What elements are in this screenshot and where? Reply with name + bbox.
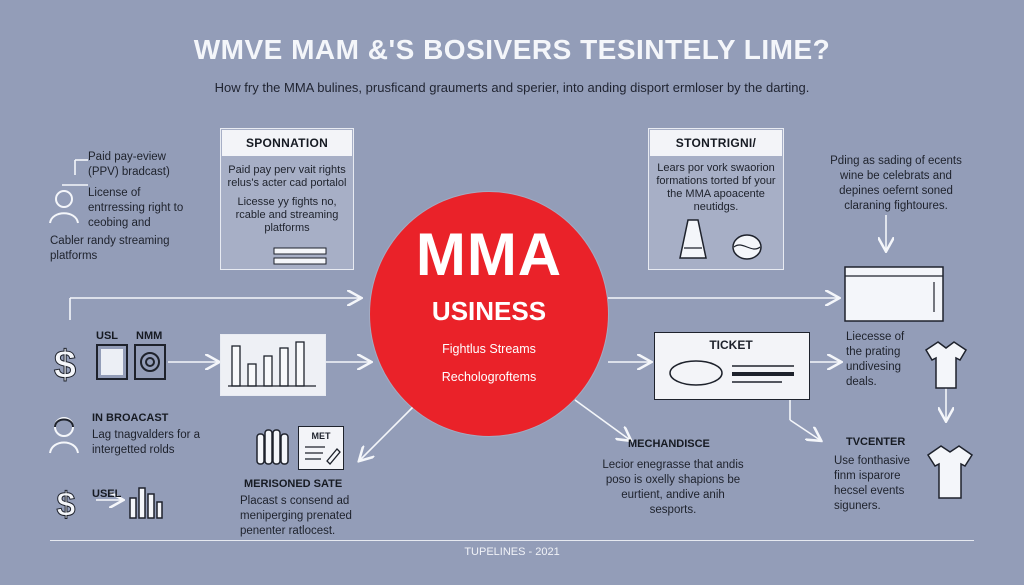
tvcenter-text: Use fonthasive finm isparore hecsel even… [834,455,911,512]
svg-text:$: $ [54,343,76,386]
center-line-1: Fightlus Streams [442,342,536,356]
center-line-2: Rechologroftems [441,370,537,384]
sponsorship-text-2: Licesse yy fights no, rcable and streami… [235,196,339,234]
nmm-label: NMM [136,330,163,342]
in-broacast-label: IN BROACAST [92,412,169,424]
merch-sales-text: Placast s consend ad meniperging prenate… [240,495,352,537]
mma-business-circle [370,192,608,436]
merch-badge: MET [298,426,344,470]
dollar-icon: $ [53,343,76,387]
streaming-heading: STONTRIGNI/ [650,130,782,156]
page-title: WMVE MAM &'S BOSIVERS TESINTELY LIME? [193,34,831,65]
usl-label: USL [96,330,118,342]
cable-text: Cabler randy streaming platforms [50,235,170,262]
page-subtitle: How fry the MMA bulines, prusficand grau… [214,80,810,95]
center-title: MMA [415,221,563,288]
dollar-icon-small: $ [56,486,76,525]
shirt-icon-2 [926,445,974,499]
usel-label: USEL [92,488,122,500]
merch-sales-heading: MERISONED SATE [244,478,343,490]
glove-icon [256,429,289,465]
ticket-heading: TICKET [709,338,753,352]
tickets-text: Liecesse of the prating undivesing deals… [846,331,905,388]
sponsorship-bars-icon [273,247,327,265]
streaming-text: Lears por vork swaorion formations torte… [656,162,776,213]
events-text: Pding as sading of ecents wine be celebr… [830,155,962,212]
merchandise-text: Lecior enegrasse that andis poso is oxel… [602,459,744,516]
merchandise-heading: MECHANDISCE [628,438,710,450]
sponsorship-heading: SPONNATION [222,130,352,156]
footer-text: TUPELINES - 2021 [464,546,560,558]
lag-text: Lag tnagvalders for a intergetted rolds [92,429,201,456]
bar-chart-icon [129,487,163,519]
ticket-icon [669,360,794,386]
shirt-icon [924,341,968,389]
screen-icon [844,266,944,322]
sponsorship-text-1: Paid pay perv vait rights relus's acter … [227,164,347,189]
at-sign-icon [134,344,166,380]
center-subtitle: USINESS [431,296,547,326]
ppv-text: Paid pay-eview (PPV) bradcast) [88,151,170,178]
tvcenter-label: TVCENTER [846,436,906,448]
revenue-bars-icon [228,341,316,387]
square-icon [96,344,128,380]
footer-divider [50,540,974,541]
license-text: License of entrressing right to ceobing … [88,187,184,229]
edit-icon [305,446,341,465]
svg-text:$: $ [57,486,76,524]
merch-badge-label: MET [311,431,331,441]
trophy-icon [679,219,707,259]
headset-person-icon [49,417,79,454]
person-icon [49,190,79,224]
ball-icon [732,234,762,260]
